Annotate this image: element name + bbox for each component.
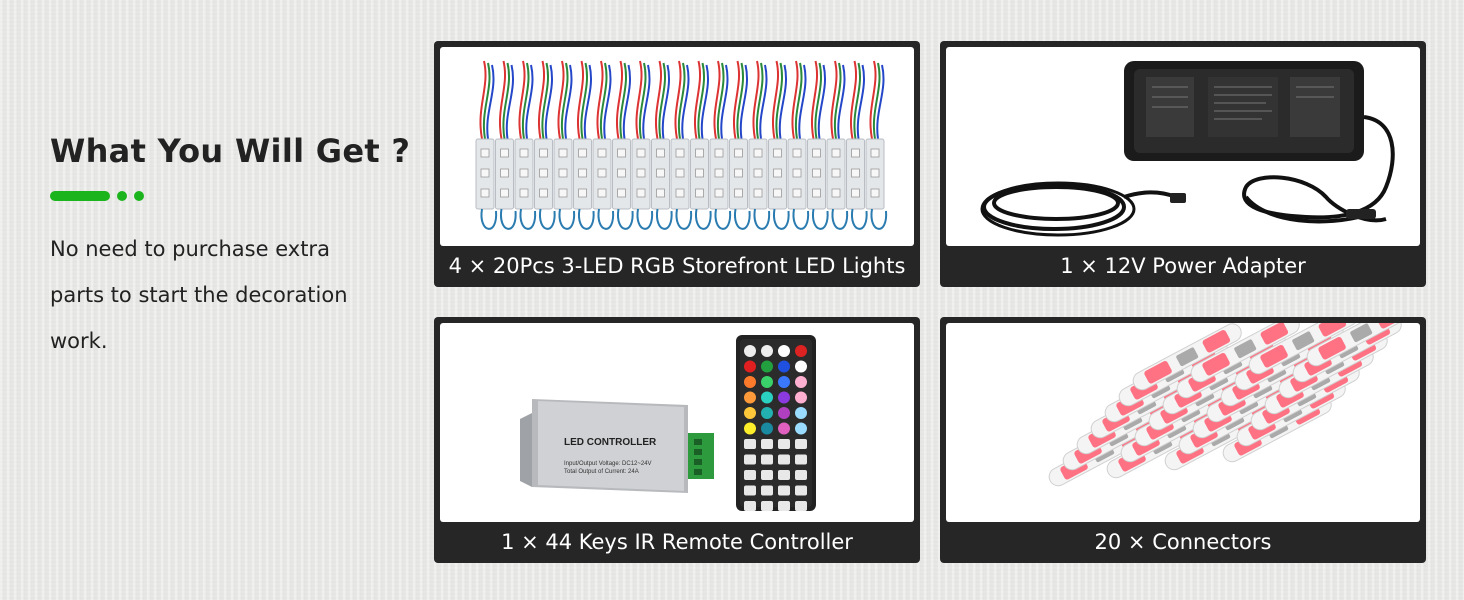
heat-shrink-connectors-icon <box>1048 323 1416 487</box>
controller-spec-2: Total Output of Current: 24A <box>564 469 639 475</box>
product-caption: 1 × 44 Keys IR Remote Controller <box>501 530 853 554</box>
controller-spec-1: Input/Output Voltage: DC12~24V <box>564 461 652 467</box>
intro-section: What You Will Get ? No need to purchase … <box>50 132 411 364</box>
product-image-power-adapter <box>946 47 1420 246</box>
accent-dot <box>134 191 144 201</box>
accent-dot <box>117 191 127 201</box>
product-image-connectors <box>946 323 1420 522</box>
page-title: What You Will Get ? <box>50 132 411 170</box>
led-controller-remote-icon: LED CONTROLLER Input/Output Voltage: DC1… <box>520 335 816 511</box>
accent-divider <box>50 190 390 202</box>
product-caption: 20 × Connectors <box>1094 530 1272 554</box>
power-adapter-icon <box>980 61 1395 237</box>
product-card-remote-controller: LED CONTROLLER Input/Output Voltage: DC1… <box>434 317 920 563</box>
accent-bar <box>50 191 110 201</box>
product-card-power-adapter: 1 × 12V Power Adapter <box>940 41 1426 287</box>
product-image-remote-controller: LED CONTROLLER Input/Output Voltage: DC1… <box>440 323 914 522</box>
product-card-connectors: 20 × Connectors <box>940 317 1426 563</box>
product-card-led-lights: 4 × 20Pcs 3-LED RGB Storefront LED Light… <box>434 41 920 287</box>
product-caption: 1 × 12V Power Adapter <box>1060 254 1306 278</box>
product-image-led-lights <box>440 47 914 246</box>
controller-label: LED CONTROLLER <box>564 437 657 448</box>
product-caption: 4 × 20Pcs 3-LED RGB Storefront LED Light… <box>448 254 906 278</box>
led-module-strip-icon <box>475 60 888 230</box>
intro-description: No need to purchase extra parts to start… <box>50 237 348 353</box>
